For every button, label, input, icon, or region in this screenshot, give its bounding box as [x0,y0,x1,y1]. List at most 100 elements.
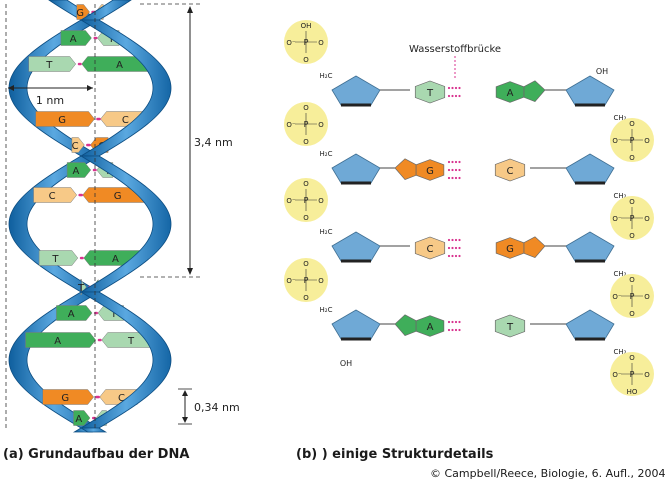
hydrogen-bond-dot [447,254,451,258]
six-ring [495,237,525,259]
copyright-notice: © Campbell/Reece, Biologie, 6. Aufl., 20… [430,467,666,480]
oxygen-label: O [318,121,324,129]
purine-g: G [495,236,546,259]
phosphorus-label: P [630,292,635,301]
six-ring [415,159,445,181]
pyrimidine-c: C [494,158,526,182]
hydrogen-bond-dot [454,176,458,180]
phosphorus-label: P [630,136,635,145]
pyrimidine-c: C [414,236,446,260]
base-c [33,187,78,203]
ch2-label: CH₂ [614,270,627,278]
six-ring [495,81,525,103]
base-letter: A [75,414,82,425]
base-letter: T [45,60,53,71]
base-letter: G [58,115,66,126]
hydrogen-bond-dot [454,320,458,324]
base-letter: A [68,309,75,320]
base-a [56,305,93,321]
sugar-right [565,231,615,263]
hydrogen-bond-dot [447,94,451,98]
deoxyribose-ring [331,309,381,340]
hydrogen-bond-dot [451,168,454,172]
oxygen-label: O [318,39,324,47]
hydrogen-bond-dot [99,338,102,342]
five-ring [394,158,417,181]
base-letter: T [110,309,118,320]
hydrogen-bond-dot [447,246,451,250]
hydrogen-bond-dot [447,328,451,332]
ch2-label: H₂C [320,150,333,158]
pyrimidine-t: T [494,314,526,338]
strand-2-segment [79,155,172,293]
hydrogen-bond-dot [458,176,461,180]
oxygen-label: O [318,277,324,285]
sugar-right [565,309,615,341]
sugar-left [331,75,381,107]
ring [414,236,446,260]
strand-2-segment [79,427,108,433]
hydroxyl-label: HO [627,388,638,396]
five-ring [523,236,546,259]
hydrogen-bond-dot [458,320,461,324]
base-pair-rungs: GCATTAGCCGATCGTATAATATGCAT [25,4,155,426]
ch2-label: H₂C [320,306,333,314]
ch2-label: H₂C [320,72,333,80]
deoxyribose-ring [565,153,615,184]
hydrogen-bond-dot [451,320,454,324]
hydrogen-bond-dot [458,246,461,250]
oxygen-label: O [629,310,635,318]
base-letter: G [506,244,514,255]
six-ring [415,315,445,337]
hydrogen-bond-dot [94,168,97,172]
oxygen-label: O [303,214,309,222]
phosphorus-label: P [304,120,309,129]
hydrogen-bond-dot [454,160,458,164]
hydrogen-bond-dot [454,86,458,90]
oxygen-minus-label: O⁻ [612,137,622,145]
base-letter: G [76,8,84,19]
phosphate-right: PO⁻OOO [610,196,654,240]
hydrogen-bond-dot [451,86,454,90]
oxygen-label: O [303,56,309,64]
oxygen-label: O [303,294,309,302]
hydrogen-bond-label: Wasserstoffbrücke [409,44,501,55]
base-letter: C [118,393,125,404]
base-letter: C [507,166,514,177]
ch2-label: CH₂ [614,192,627,200]
base-letter: C [49,191,56,202]
hydrogen-bond-dot [454,328,458,332]
sugar-left [331,309,381,341]
oxygen-minus-label: O⁻ [286,39,296,47]
hydrogen-bond-dot [81,256,84,260]
base-c [71,137,85,153]
hydrogen-bond-dot [451,254,454,258]
hydrogen-bond-dot [94,36,98,40]
double-helix-panel: GCATTAGCCGATCGTATAATATGCAT 1 nm 3,4 nm [5,0,240,433]
hydrogen-bond-dot [97,395,100,399]
hydrogen-bond-dot [451,94,454,98]
purine-a: A [495,80,546,103]
pyrimidine-t: T [414,80,446,104]
hydrogen-bond-dot [447,320,451,324]
base-a [66,162,92,178]
oxygen-label: O [644,215,650,223]
hydrogen-bond-dot [458,94,461,98]
oxygen-label: O [629,154,635,162]
base-letter: G [114,191,122,202]
ch2-label: CH₂ [614,348,627,356]
ring [414,80,446,104]
base-letter: A [507,88,514,99]
oxygen-minus-label: O⁻ [612,371,622,379]
hydrogen-bond-dot [79,62,82,66]
strand-2-segment [79,0,132,21]
hydrogen-bond-dot [98,117,101,121]
ch2-label: CH₂ [614,114,627,122]
base-letter: T [127,336,135,347]
sugar-left [331,153,381,185]
base-letter: G [61,393,69,404]
base-g [76,4,90,20]
